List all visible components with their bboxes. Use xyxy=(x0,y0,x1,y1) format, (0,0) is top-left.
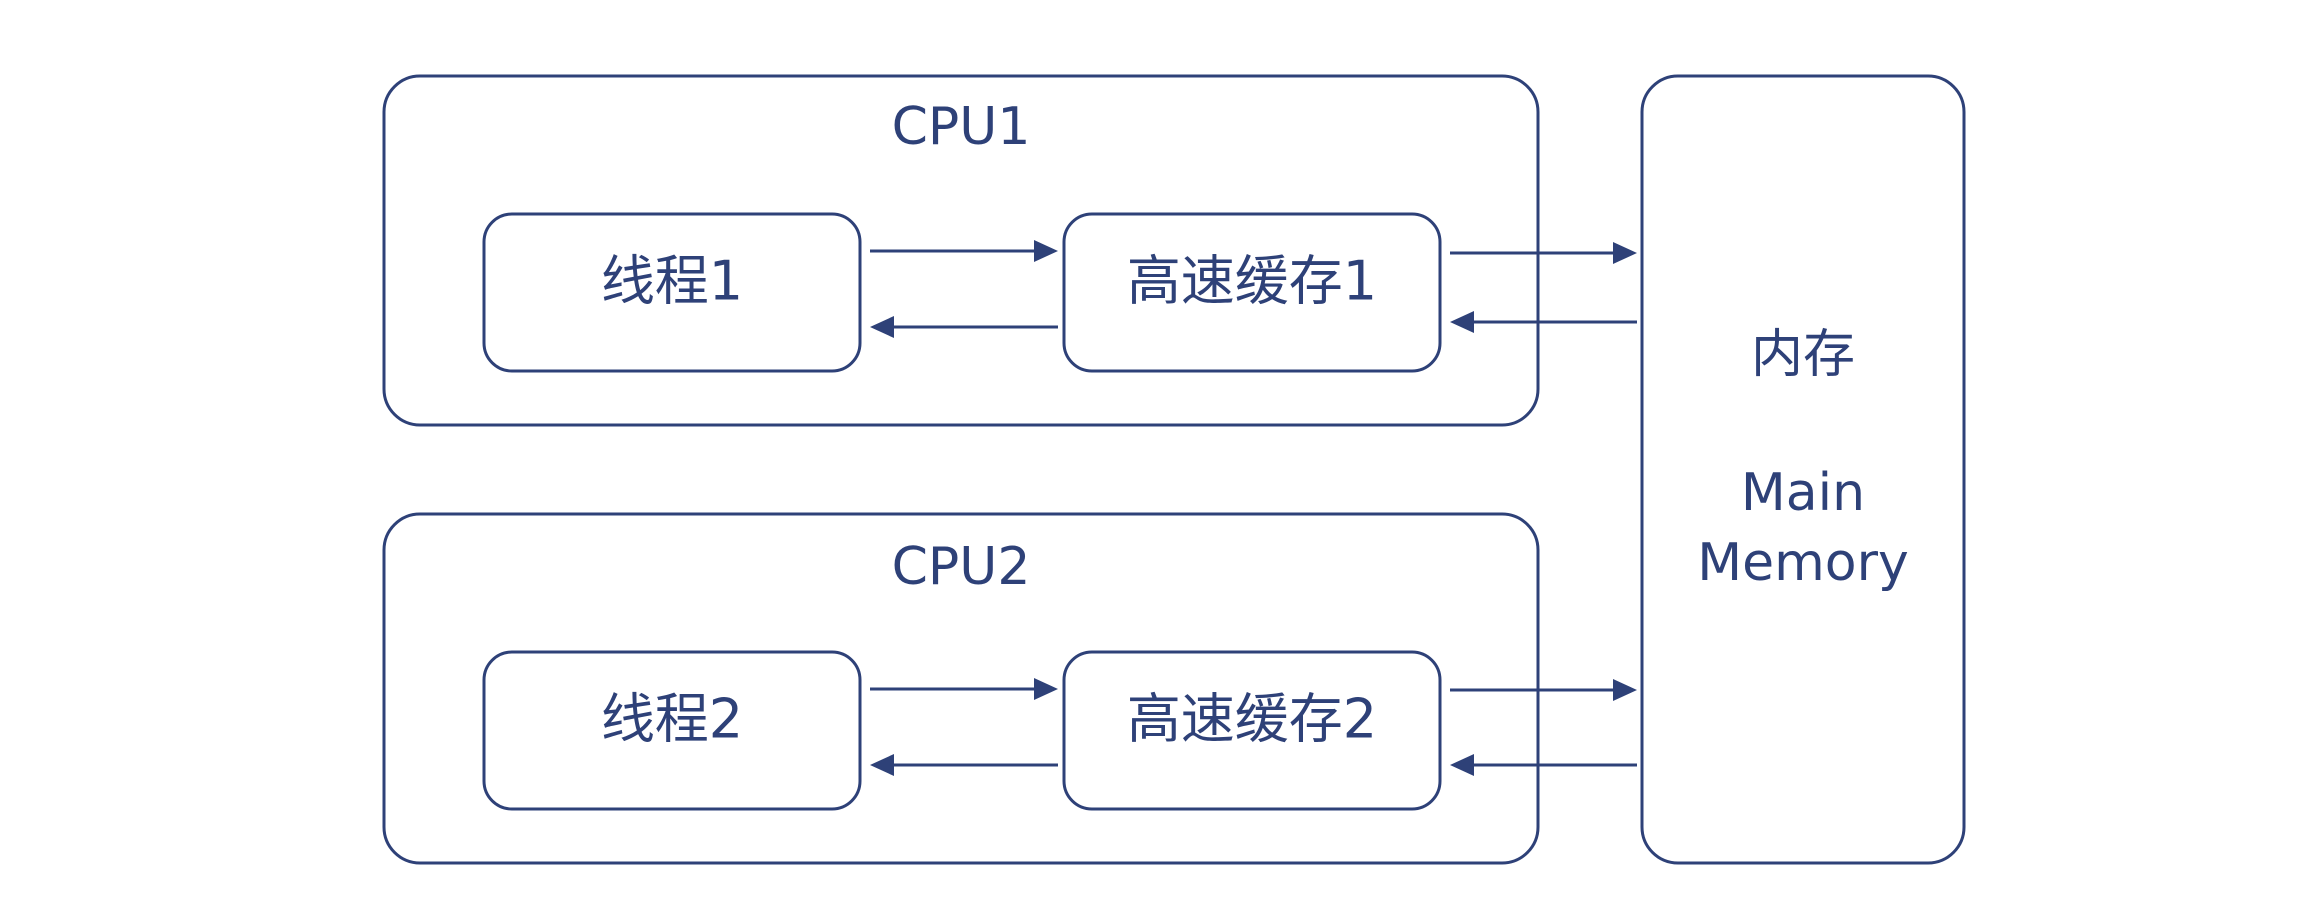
arrowhead-memory-to-cache2 xyxy=(1450,754,1474,776)
cpu2-title: CPU2 xyxy=(892,537,1031,597)
arrowhead-thread1-to-cache1 xyxy=(1034,240,1058,262)
arrowhead-cache1-to-memory xyxy=(1613,242,1637,264)
memory-label-main: Main xyxy=(1741,463,1865,523)
memory-group: 内存 Main Memory xyxy=(1640,74,1966,865)
memory-box xyxy=(1640,74,1966,865)
cpu2-arrows xyxy=(870,678,1637,776)
cache1-box xyxy=(1062,212,1442,373)
memory-label-memory: Memory xyxy=(1697,533,1908,593)
thread1-label: 线程1 xyxy=(601,250,743,313)
arrowhead-thread2-to-cache2 xyxy=(1034,678,1058,700)
cache2-label: 高速缓存2 xyxy=(1127,688,1377,751)
memory-label-cn: 内存 xyxy=(1751,325,1855,385)
arrowhead-cache1-to-thread1 xyxy=(870,316,894,338)
cpu1-title: CPU1 xyxy=(892,97,1031,157)
arrowhead-cache2-to-thread2 xyxy=(870,754,894,776)
thread2-label: 线程2 xyxy=(601,688,743,751)
arrowhead-cache2-to-memory xyxy=(1613,679,1637,701)
cache1-label: 高速缓存1 xyxy=(1127,250,1377,313)
thread2-box xyxy=(482,650,862,811)
thread1-box xyxy=(482,212,862,373)
cache2-box xyxy=(1062,650,1442,811)
cpu1-arrows xyxy=(870,240,1637,338)
arrowhead-memory-to-cache1 xyxy=(1450,311,1474,333)
